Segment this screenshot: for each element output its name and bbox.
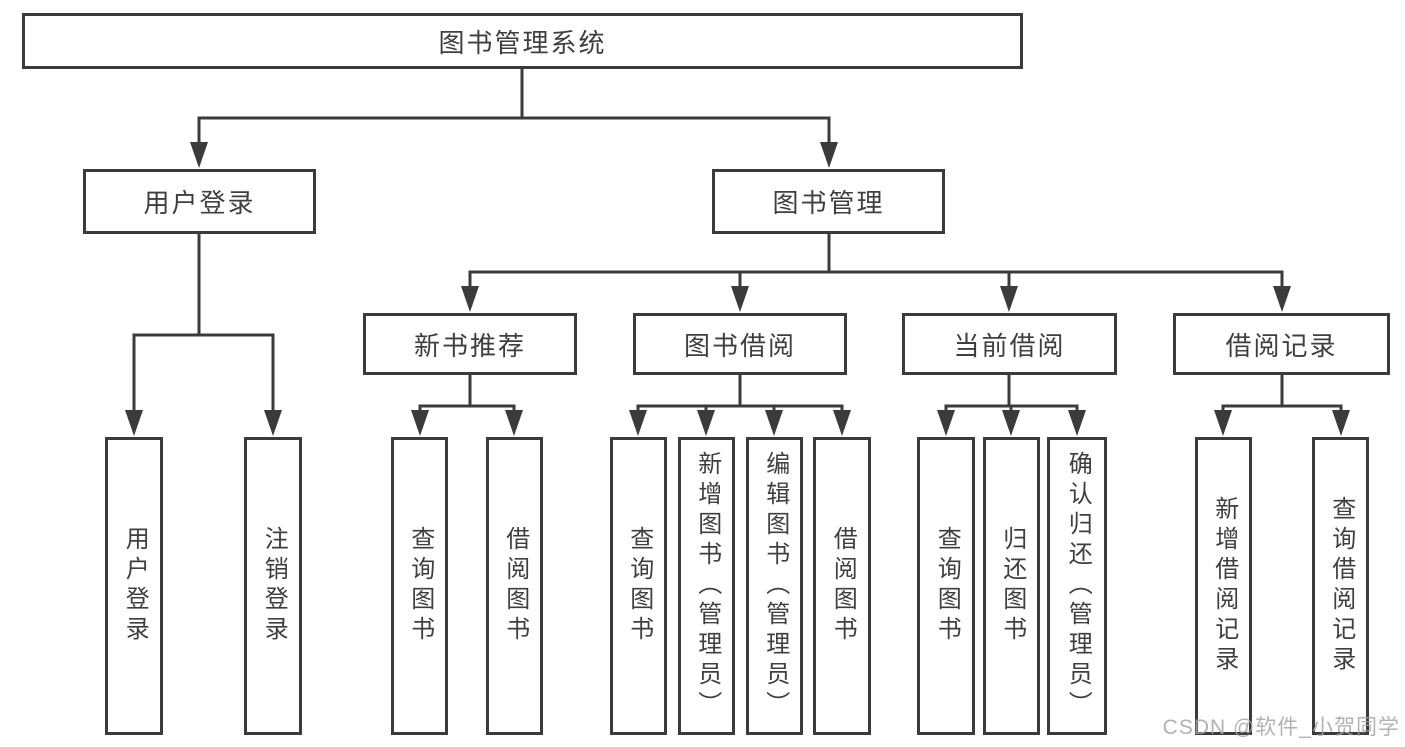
connector-recommend-to-leaves	[418, 373, 516, 420]
leaf-current-confirm-return-admin: 确认归还（管理员）	[1047, 437, 1107, 735]
leaf-current-return-books: 归还图书	[983, 437, 1040, 735]
leaf-current-return-books-label: 归还图书	[998, 526, 1026, 646]
node-new-book-recommend-label: 新书推荐	[413, 330, 526, 361]
node-user-login-label: 用户登录	[143, 188, 256, 218]
leaf-recommend-query-books: 查询图书	[391, 437, 448, 735]
node-book-management: 图书管理	[712, 169, 945, 234]
leaf-borrow-add-books-admin: 新增图书（管理员）	[678, 437, 735, 735]
csdn-watermark: CSDN @软件_小贺同学	[1162, 716, 1400, 739]
leaf-current-query-books-label: 查询图书	[933, 526, 961, 646]
leaf-records-add-borrow-record: 新增借阅记录	[1195, 437, 1252, 735]
connector-userlogin-to-leaves	[132, 232, 275, 420]
leaf-current-query-books: 查询图书	[917, 437, 975, 735]
leaf-records-query-borrow-record-label: 查询借阅记录	[1327, 496, 1355, 676]
leaf-records-query-borrow-record: 查询借阅记录	[1312, 437, 1369, 735]
leaf-recommend-borrow-books: 借阅图书	[486, 437, 543, 735]
leaf-borrow-borrow-books-label: 借阅图书	[829, 526, 857, 646]
leaf-borrow-query-books: 查询图书	[610, 437, 667, 735]
leaf-recommend-borrow-books-label: 借阅图书	[501, 526, 529, 646]
node-root-system: 图书管理系统	[22, 13, 1023, 69]
leaf-recommend-query-books-label: 查询图书	[406, 526, 434, 646]
arrowheads	[125, 142, 1350, 436]
leaf-borrow-query-books-label: 查询图书	[625, 526, 653, 646]
connector-records-to-leaves	[1221, 373, 1343, 420]
node-borrowing-records-label: 借阅记录	[1225, 330, 1338, 361]
leaf-logout-label: 注销登录	[260, 526, 288, 646]
leaf-current-confirm-return-admin-label: 确认归还（管理员）	[1064, 451, 1092, 721]
connector-borrow-to-leaves	[636, 373, 844, 420]
node-current-borrowing-label: 当前借阅	[953, 330, 1066, 361]
node-book-borrowing-label: 图书借阅	[683, 330, 796, 361]
node-root-system-label: 图书管理系统	[438, 27, 607, 58]
leaf-user-login-label: 用户登录	[121, 526, 149, 646]
node-borrowing-records: 借阅记录	[1173, 313, 1390, 375]
node-new-book-recommend: 新书推荐	[363, 313, 577, 375]
connector-bookmgmt-to-level3	[468, 232, 1284, 298]
leaf-logout: 注销登录	[244, 437, 302, 735]
connector-root-to-level2	[197, 67, 831, 150]
node-book-management-label: 图书管理	[772, 188, 885, 218]
leaf-borrow-borrow-books: 借阅图书	[813, 437, 871, 735]
node-user-login: 用户登录	[83, 169, 316, 234]
leaf-borrow-edit-books-admin-label: 编辑图书（管理员）	[761, 451, 789, 721]
node-current-borrowing: 当前借阅	[902, 313, 1117, 375]
leaf-borrow-edit-books-admin: 编辑图书（管理员）	[746, 437, 803, 735]
leaf-records-add-borrow-record-label: 新增借阅记录	[1210, 496, 1238, 676]
leaf-borrow-add-books-admin-label: 新增图书（管理员）	[693, 451, 721, 721]
node-book-borrowing: 图书借阅	[633, 313, 847, 375]
leaf-user-login: 用户登录	[105, 437, 163, 735]
